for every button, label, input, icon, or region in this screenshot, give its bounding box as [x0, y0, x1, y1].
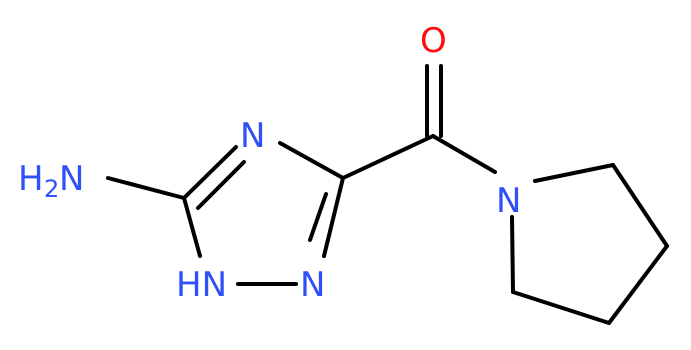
bond-amine-c5: [106, 176, 186, 200]
ring-n-right-label: N: [300, 265, 325, 305]
amine-label-n: N: [59, 159, 84, 199]
carbonyl-oxygen-label: O: [420, 21, 447, 61]
bond-n1-c5: [182, 196, 202, 258]
bond-pyr-c3-c4: [607, 244, 669, 325]
atom-labels: H 2 N N HN N O N: [18, 21, 521, 305]
bond-pyr-c5-n: [510, 215, 515, 294]
bond-n4-c3: [278, 141, 345, 180]
bond-c3-carbonyl: [341, 134, 435, 180]
bond-pyr-c2-c3: [611, 163, 669, 248]
bond-c3-n2-inner: [308, 192, 328, 242]
amine-label-h: H: [18, 159, 44, 199]
bond-c5-n4: [182, 145, 238, 200]
amine-label-subscript: 2: [44, 175, 59, 203]
bonds: [106, 64, 669, 325]
bond-c5-n4-inner: [196, 160, 246, 210]
bond-pyr-n-c2: [533, 163, 615, 183]
ring-nh-label: HN: [176, 265, 227, 305]
bond-pyr-c4-c5: [511, 290, 611, 325]
ring-n-top-label: N: [240, 116, 265, 156]
pyrrolidine-n-label: N: [496, 181, 521, 221]
bond-carbonyl-n: [431, 134, 497, 174]
bond-c3-n2: [322, 176, 345, 258]
